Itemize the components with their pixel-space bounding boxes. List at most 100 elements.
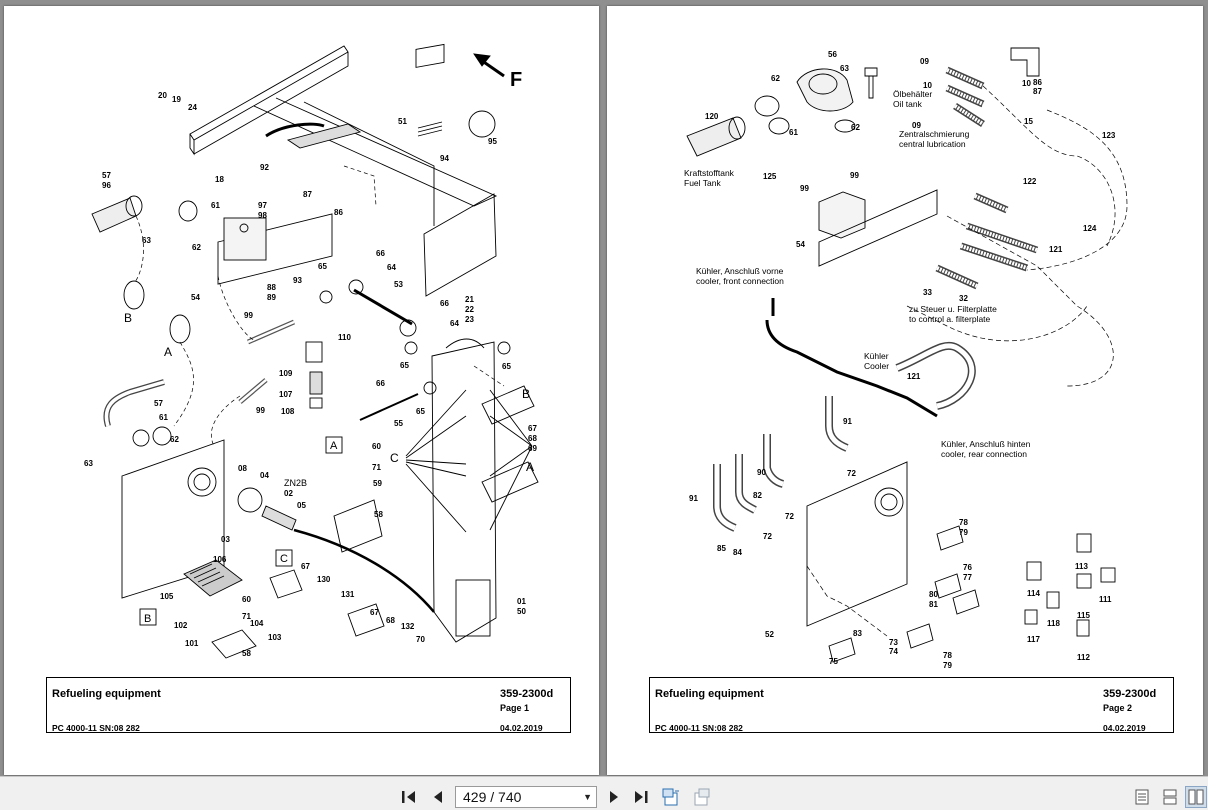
- note-filter-de: zu Steuer u. Filterplatte: [909, 304, 997, 314]
- note-fuel-tank-en: Fuel Tank: [684, 178, 721, 188]
- svg-text:90: 90: [757, 468, 766, 477]
- svg-text:131: 131: [341, 590, 355, 599]
- svg-text:80: 80: [929, 590, 938, 599]
- last-page-icon: [635, 791, 648, 803]
- svg-text:05: 05: [297, 501, 306, 510]
- svg-text:C: C: [390, 451, 399, 465]
- svg-text:121: 121: [1049, 245, 1063, 254]
- navigation-toolbar: [0, 776, 1208, 810]
- svg-text:92: 92: [260, 163, 269, 172]
- svg-text:50: 50: [517, 607, 526, 616]
- svg-text:107: 107: [279, 390, 293, 399]
- single-page-view-icon: [1135, 789, 1149, 805]
- svg-text:79: 79: [943, 661, 952, 670]
- continuous-view-button[interactable]: [1160, 787, 1180, 807]
- svg-text:130: 130: [317, 575, 331, 584]
- svg-text:61: 61: [789, 128, 798, 137]
- title-block-page-2: Refueling equipment 359-2300d Page 2 PC …: [649, 677, 1174, 733]
- svg-text:C: C: [280, 553, 288, 565]
- svg-text:94: 94: [440, 154, 449, 163]
- svg-text:83: 83: [853, 629, 862, 638]
- svg-text:58: 58: [374, 510, 383, 519]
- next-page-button[interactable]: [603, 786, 625, 808]
- svg-text:51: 51: [398, 117, 407, 126]
- svg-text:04: 04: [260, 471, 269, 480]
- svg-text:78: 78: [959, 518, 968, 527]
- orientation-mark: F: [510, 69, 522, 91]
- svg-text:18: 18: [215, 175, 224, 184]
- note-cooler-en: Cooler: [864, 361, 889, 371]
- svg-text:104: 104: [250, 619, 264, 628]
- note-cooler-de: Kühler: [864, 351, 889, 361]
- svg-text:02: 02: [284, 489, 293, 498]
- svg-text:32: 32: [959, 294, 968, 303]
- chevron-down-icon[interactable]: ▼: [583, 792, 592, 802]
- svg-text:62: 62: [851, 123, 860, 132]
- svg-text:106: 106: [213, 555, 227, 564]
- svg-text:117: 117: [1027, 635, 1040, 644]
- svg-text:33: 33: [923, 288, 932, 297]
- first-page-button[interactable]: [398, 786, 420, 808]
- svg-text:62: 62: [771, 74, 780, 83]
- svg-text:91: 91: [689, 494, 698, 503]
- svg-text:20: 20: [158, 91, 167, 100]
- svg-text:B: B: [522, 387, 530, 401]
- svg-text:67: 67: [370, 608, 379, 617]
- svg-text:118: 118: [1047, 619, 1060, 628]
- continuous-view-icon: [1163, 789, 1177, 805]
- svg-text:98: 98: [258, 211, 267, 220]
- svg-text:03: 03: [221, 535, 230, 544]
- previous-page-button[interactable]: [427, 786, 449, 808]
- two-page-view-button[interactable]: [1185, 786, 1207, 808]
- svg-text:55: 55: [394, 419, 403, 428]
- svg-text:122: 122: [1023, 177, 1037, 186]
- single-page-view-button[interactable]: [1132, 787, 1152, 807]
- svg-text:A: A: [164, 345, 172, 359]
- svg-text:99: 99: [256, 406, 265, 415]
- note-oil-tank-en: Oil tank: [893, 99, 923, 109]
- svg-text:95: 95: [488, 137, 497, 146]
- svg-text:105: 105: [160, 592, 174, 601]
- svg-text:56: 56: [828, 50, 837, 59]
- svg-text:74: 74: [889, 647, 898, 656]
- last-page-button[interactable]: [630, 786, 652, 808]
- svg-text:110: 110: [338, 333, 351, 342]
- svg-text:71: 71: [372, 463, 381, 472]
- svg-text:75: 75: [829, 657, 838, 666]
- svg-text:22: 22: [465, 305, 474, 314]
- svg-text:89: 89: [267, 293, 276, 302]
- svg-text:86: 86: [334, 208, 343, 217]
- svg-text:99: 99: [850, 171, 859, 180]
- svg-text:72: 72: [847, 469, 856, 478]
- go-back-button[interactable]: [660, 786, 682, 808]
- svg-text:101: 101: [185, 639, 199, 648]
- svg-text:115: 115: [1077, 611, 1090, 620]
- two-page-view-icon: [1188, 789, 1204, 805]
- svg-text:65: 65: [416, 407, 425, 416]
- page-number-select[interactable]: 429 / 740 ▼: [455, 786, 597, 808]
- go-forward-button[interactable]: [690, 786, 712, 808]
- svg-text:103: 103: [268, 633, 282, 642]
- svg-text:123: 123: [1102, 131, 1116, 140]
- svg-text:102: 102: [174, 621, 188, 630]
- svg-text:77: 77: [963, 573, 972, 582]
- svg-text:59: 59: [373, 479, 382, 488]
- svg-text:63: 63: [840, 64, 849, 73]
- svg-text:99: 99: [800, 184, 809, 193]
- svg-text:15: 15: [1024, 117, 1033, 126]
- svg-text:93: 93: [293, 276, 302, 285]
- svg-text:91: 91: [843, 417, 852, 426]
- svg-text:78: 78: [943, 651, 952, 660]
- svg-text:84: 84: [733, 548, 742, 557]
- svg-text:57: 57: [154, 399, 163, 408]
- svg-text:88: 88: [267, 283, 276, 292]
- note-cooler-front-de: Kühler, Anschluß vorne: [696, 266, 784, 276]
- svg-text:64: 64: [450, 319, 459, 328]
- svg-text:B: B: [144, 613, 151, 625]
- note-fuel-tank-de: Kraftstofftank: [684, 168, 735, 178]
- svg-text:09: 09: [912, 121, 921, 130]
- svg-text:65: 65: [502, 362, 511, 371]
